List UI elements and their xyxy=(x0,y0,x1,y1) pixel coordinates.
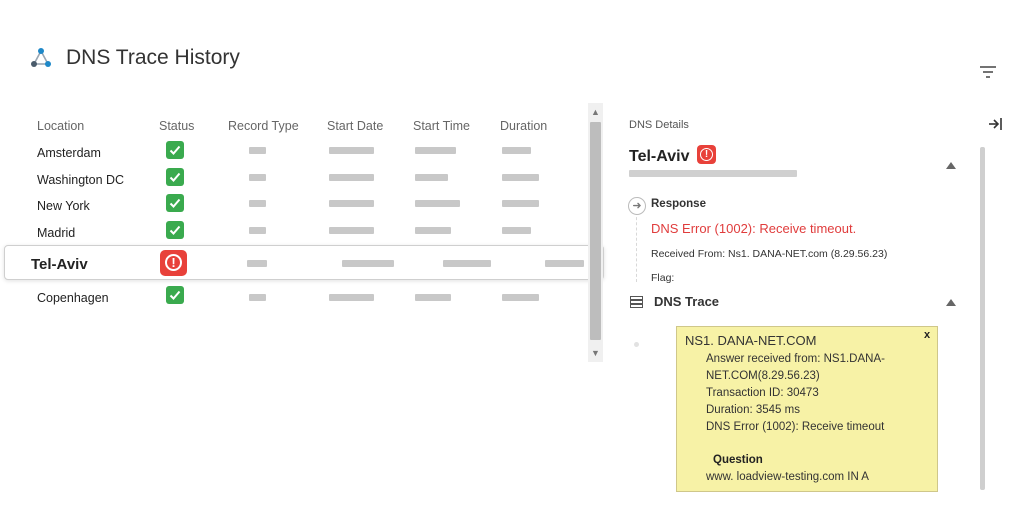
column-header-location[interactable]: Location xyxy=(37,119,85,133)
timeline-connector xyxy=(636,212,637,282)
duration-placeholder xyxy=(502,174,539,181)
start-date-placeholder xyxy=(329,227,374,234)
start-time-placeholder xyxy=(415,294,451,301)
row-location: Copenhagen xyxy=(37,291,109,305)
column-header-duration[interactable]: Duration xyxy=(500,119,548,133)
page-title: DNS Trace History xyxy=(66,46,240,69)
tooltip-question-label: Question xyxy=(713,454,763,466)
row-location: New York xyxy=(37,199,90,213)
detail-title: Tel-Aviv xyxy=(629,148,690,165)
scroll-down-arrow-icon[interactable]: ▼ xyxy=(591,348,600,358)
column-header-status[interactable]: Status xyxy=(159,119,195,133)
row-location: Madrid xyxy=(37,226,76,240)
received-from-text: Received From: Ns1. DANA-NET.com (8.29.5… xyxy=(651,248,888,260)
start-date-placeholder xyxy=(329,147,374,154)
table-row[interactable]: Copenhagen xyxy=(0,285,586,311)
start-time-placeholder xyxy=(415,147,456,154)
table-row[interactable]: Washington DC xyxy=(0,167,586,193)
tooltip-error: DNS Error (1002): Receive timeout xyxy=(706,421,885,433)
dns-error-message: DNS Error (1002): Receive timeout. xyxy=(651,221,857,236)
error-icon: ! xyxy=(160,250,187,276)
start-date-placeholder xyxy=(342,260,394,267)
row-location: Tel-Aviv xyxy=(31,256,88,273)
table-scrollbar[interactable]: ▲ ▼ xyxy=(588,103,603,362)
record-type-placeholder xyxy=(247,260,267,267)
trace-node-dot[interactable] xyxy=(634,342,639,347)
row-location: Amsterdam xyxy=(37,146,101,160)
trace-tooltip: NS1. DANA-NET.COM x Answer received from… xyxy=(676,326,938,492)
table-row[interactable]: Madrid xyxy=(0,220,586,246)
start-time-placeholder xyxy=(415,227,451,234)
tooltip-answer-line: NET.COM(8.29.56.23) xyxy=(706,370,820,382)
check-icon xyxy=(166,141,184,159)
dns-trace-label[interactable]: DNS Trace xyxy=(654,294,720,309)
column-header-start-date[interactable]: Start Date xyxy=(327,119,384,133)
check-icon xyxy=(166,221,184,239)
record-type-placeholder xyxy=(249,200,266,207)
collapse-trace-arrow-icon[interactable] xyxy=(946,299,956,306)
duration-placeholder xyxy=(502,147,531,154)
duration-placeholder xyxy=(502,200,539,207)
tooltip-title: NS1. DANA-NET.COM xyxy=(685,333,817,348)
duration-placeholder xyxy=(545,260,584,267)
start-time-placeholder xyxy=(443,260,491,267)
table-row-selected[interactable]: Tel-Aviv ! xyxy=(4,245,604,280)
page-header: DNS Trace History xyxy=(30,46,240,70)
tooltip-question: www. loadview-testing.com IN A xyxy=(706,471,869,483)
response-label: Response xyxy=(651,198,706,210)
row-location: Washington DC xyxy=(37,173,125,187)
check-icon xyxy=(166,194,184,212)
duration-placeholder xyxy=(502,227,531,234)
duration-placeholder xyxy=(502,294,539,301)
error-icon: ! xyxy=(697,145,716,164)
detail-subtitle-placeholder xyxy=(629,170,797,177)
scrollbar-thumb[interactable] xyxy=(590,122,601,340)
flag-text: Flag: xyxy=(651,272,675,284)
record-type-placeholder xyxy=(249,174,266,181)
dns-details-label: DNS Details xyxy=(629,119,689,131)
close-icon[interactable]: x xyxy=(924,329,931,341)
tooltip-answer-line: Answer received from: NS1.DANA- xyxy=(706,353,885,365)
network-nodes-icon xyxy=(31,48,51,67)
collapse-details-arrow-icon[interactable] xyxy=(946,162,956,169)
tooltip-transaction-id: Transaction ID: 30473 xyxy=(706,387,819,399)
start-date-placeholder xyxy=(329,294,374,301)
check-icon xyxy=(166,286,184,304)
start-date-placeholder xyxy=(329,174,374,181)
tooltip-duration: Duration: 3545 ms xyxy=(706,404,800,416)
check-icon xyxy=(166,168,184,186)
trace-history-table: Location Status Record Type Start Date S… xyxy=(0,100,604,365)
record-type-placeholder xyxy=(249,147,266,154)
details-scrollbar[interactable] xyxy=(980,147,985,490)
server-list-icon xyxy=(630,296,643,308)
scroll-up-arrow-icon[interactable]: ▲ xyxy=(591,107,600,117)
column-header-start-time[interactable]: Start Time xyxy=(413,119,470,133)
filter-icon[interactable] xyxy=(978,64,998,80)
table-row[interactable]: Amsterdam xyxy=(0,140,586,166)
table-row[interactable]: New York xyxy=(0,193,586,219)
start-time-placeholder xyxy=(415,174,448,181)
response-arrow-icon: ➜ xyxy=(628,197,646,215)
collapse-panel-icon[interactable] xyxy=(988,117,1004,131)
start-date-placeholder xyxy=(329,200,374,207)
column-header-record-type[interactable]: Record Type xyxy=(228,119,299,133)
start-time-placeholder xyxy=(415,200,460,207)
record-type-placeholder xyxy=(249,294,266,301)
record-type-placeholder xyxy=(249,227,266,234)
